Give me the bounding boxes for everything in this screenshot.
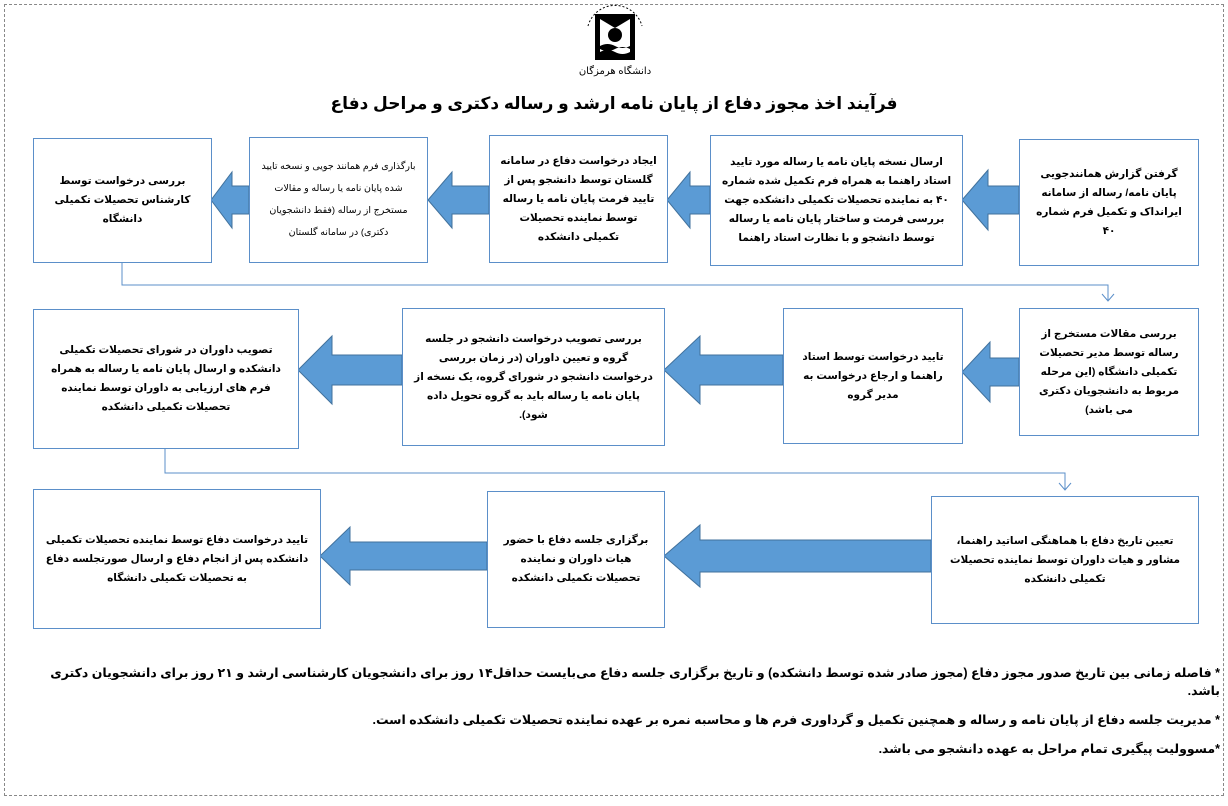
step-3-box: ایجاد درخواست دفاع در سامانه گلستان توسط… — [489, 135, 668, 263]
step-1-box: گرفتن گزارش همانندجویی پایان نامه/ رساله… — [1019, 139, 1199, 266]
notes: * فاصله زمانی بین تاریخ صدور مجوز دفاع (… — [30, 664, 1220, 769]
arrow-left-icon — [666, 170, 711, 230]
step-11-box: برگزاری جلسه دفاع با حضور هیات داوران و … — [487, 491, 665, 628]
page-border — [4, 4, 1224, 796]
step-8-box: بررسی تصویب درخواست دانشجو در جلسه گروه … — [402, 308, 665, 446]
arrow-left-icon — [319, 525, 488, 587]
arrow-left-icon — [297, 334, 403, 406]
note-1: * فاصله زمانی بین تاریخ صدور مجوز دفاع (… — [50, 666, 1220, 698]
step-6-box: بررسی مقالات مستخرج از رساله توسط مدیر ت… — [1019, 308, 1199, 436]
step-9-box: تصویب داوران در شورای تحصیلات تکمیلی دان… — [33, 309, 299, 449]
page-title: فرآیند اخذ مجوز دفاع از پایان نامه ارشد … — [330, 94, 898, 113]
connector-line — [121, 262, 1109, 300]
step-12-box: تایید درخواست دفاع توسط نماینده تحصیلات … — [33, 489, 321, 629]
step-2-box: ارسال نسخه پایان نامه یا رساله مورد تایی… — [710, 135, 963, 266]
logo-emblem-icon — [587, 4, 643, 60]
university-logo: دانشگاه هرمزگان — [570, 4, 660, 82]
note-2: * مدیریت جلسه دفاع از پایان نامه و رساله… — [372, 713, 1220, 727]
step-7-box: تایید درخواست توسط استاد راهنما و ارجاع … — [783, 308, 963, 444]
step-5-box: بررسی درخواست توسط کارشناس تحصیلات تکمیل… — [33, 138, 212, 263]
arrow-left-icon — [427, 170, 490, 230]
arrow-left-icon — [961, 168, 1020, 232]
arrow-left-icon — [663, 523, 932, 589]
arrow-left-icon — [210, 170, 250, 230]
arrow-left-icon — [961, 340, 1020, 404]
step-4-box: بارگذاری فرم همانند جویی و نسخه تایید شد… — [249, 137, 428, 263]
connector-arrowhead-icon — [1058, 482, 1072, 491]
arrow-left-icon — [663, 334, 784, 406]
connector-line — [164, 448, 1066, 489]
connector-arrowhead-icon — [1101, 293, 1115, 302]
university-name: دانشگاه هرمزگان — [578, 66, 652, 77]
note-3: *مسوولیت پیگیری تمام مراحل به عهده دانشج… — [878, 742, 1220, 756]
step-10-box: تعیین تاریخ دفاع با هماهنگی اساتید راهنم… — [931, 496, 1199, 624]
